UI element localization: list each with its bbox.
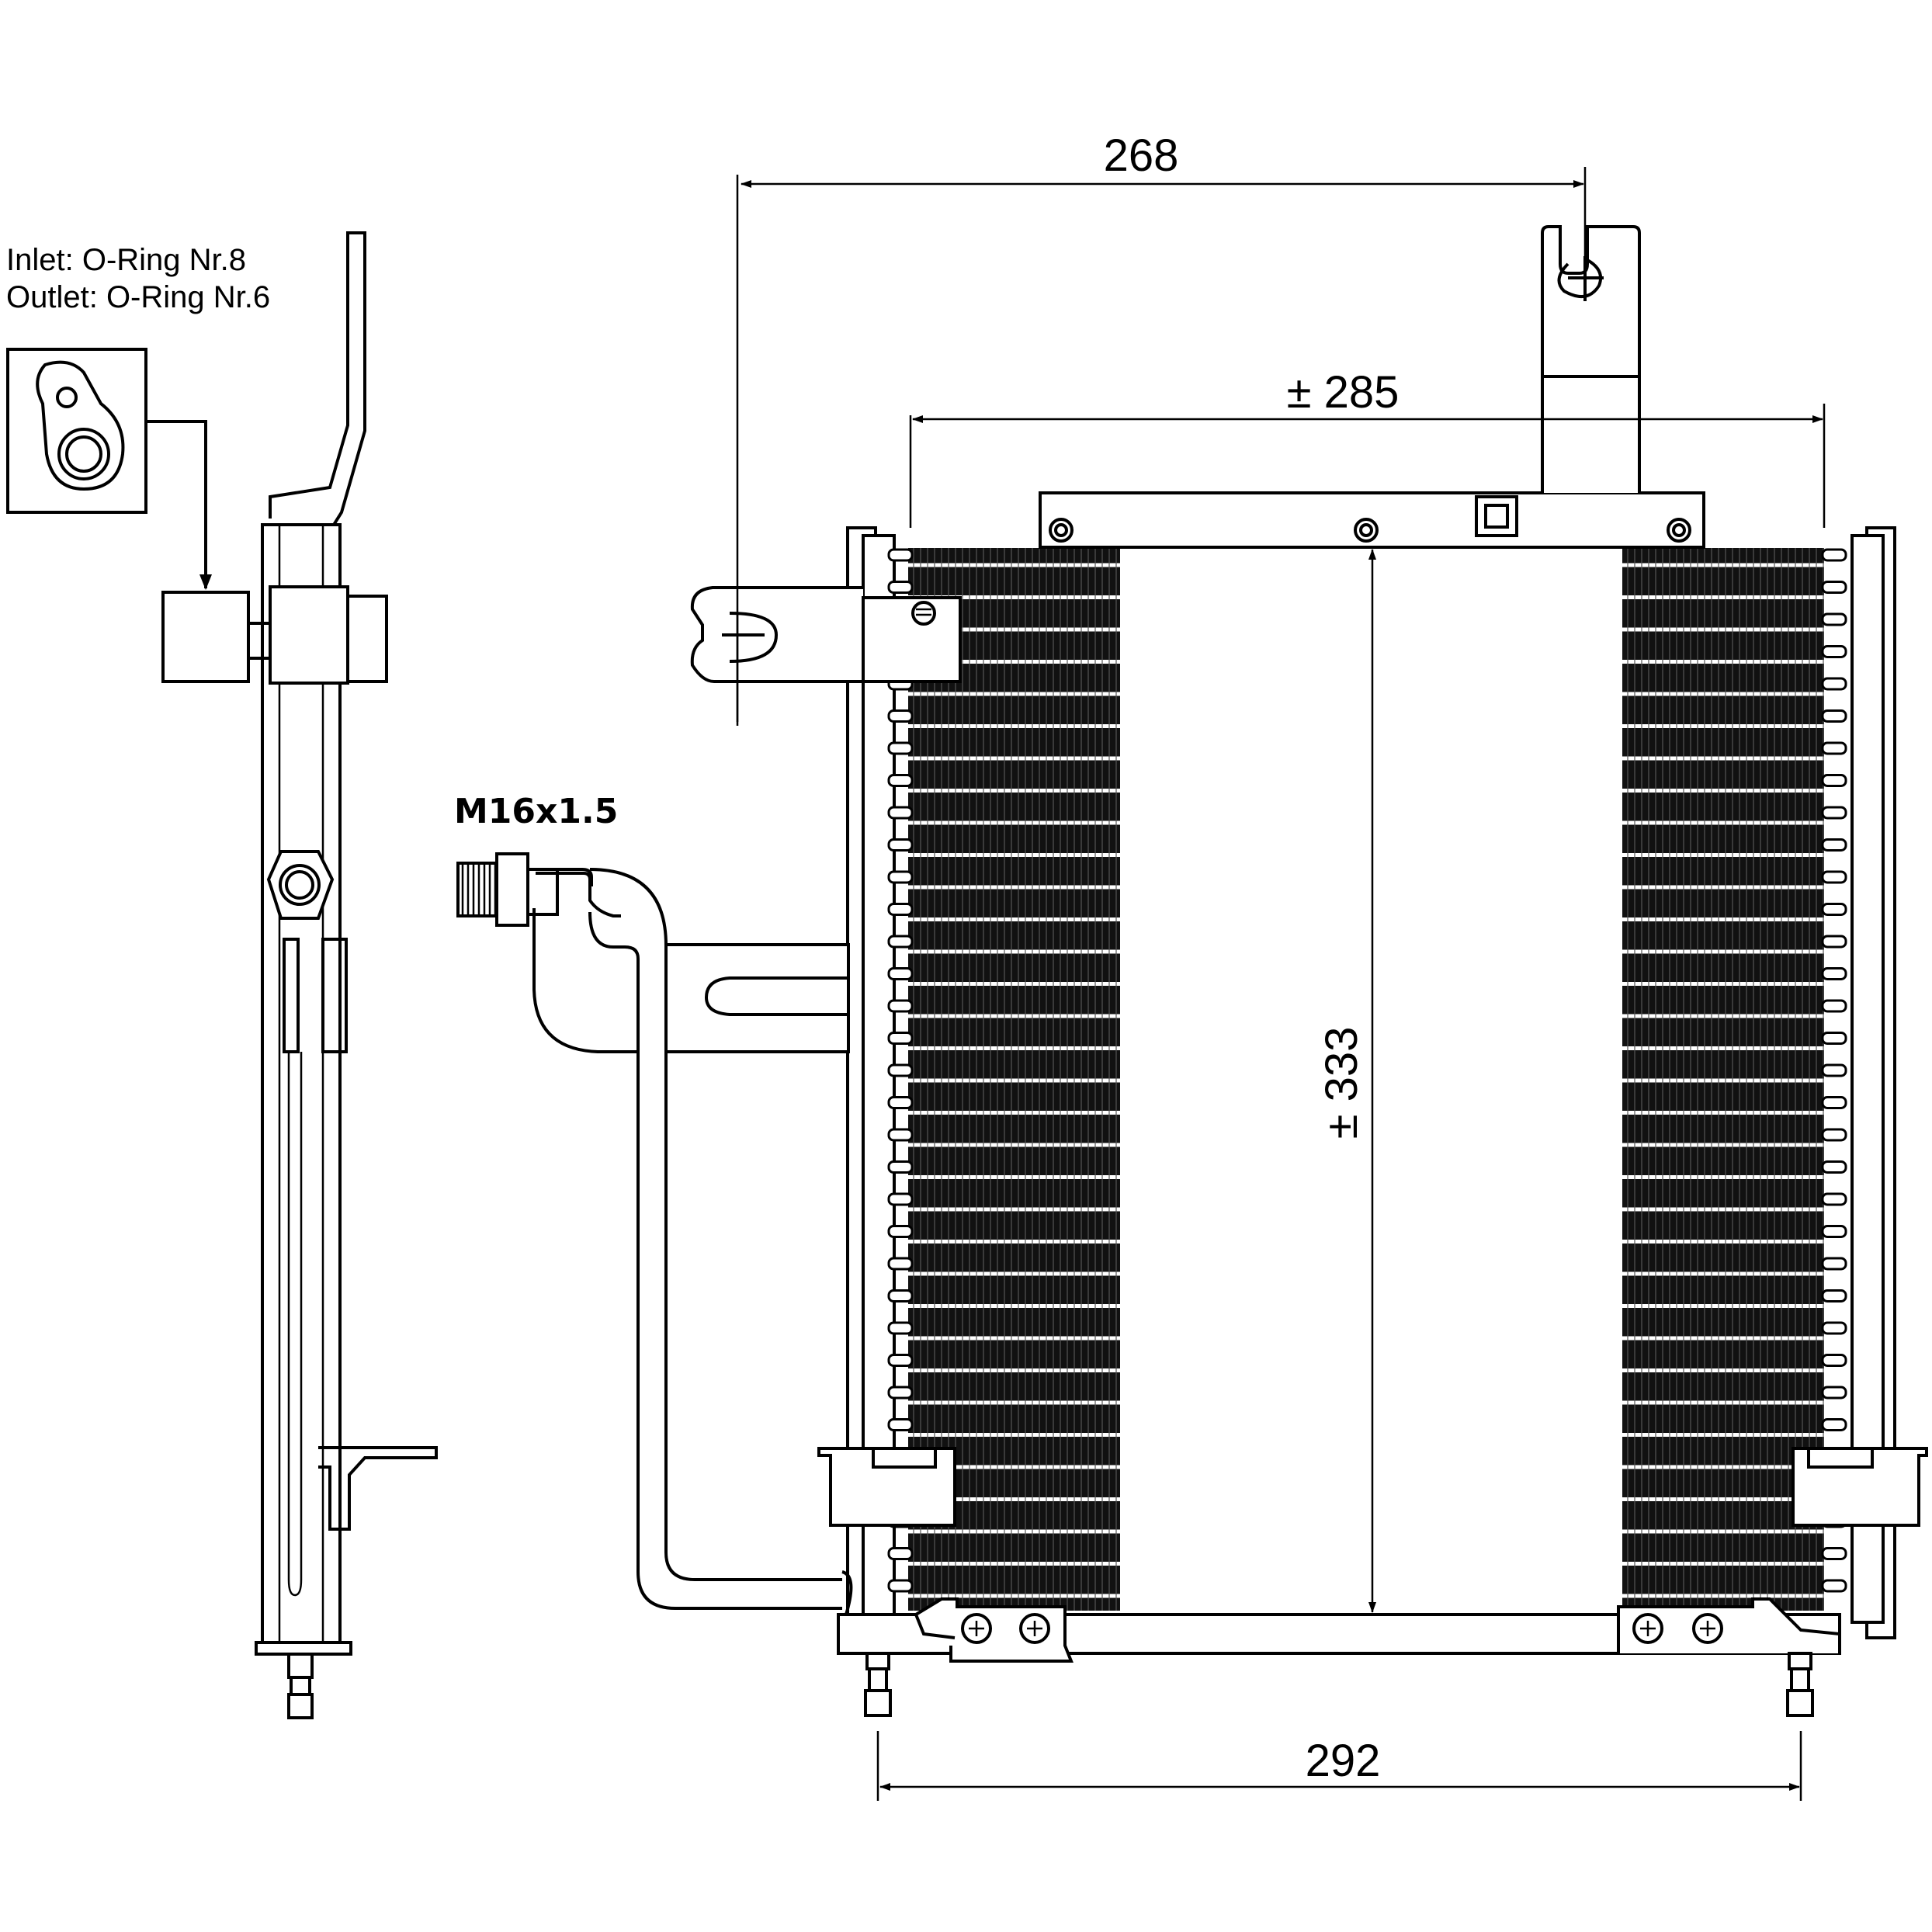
tube-end-right bbox=[1821, 612, 1847, 626]
tube-end-right bbox=[1821, 1160, 1847, 1174]
tube-end-left bbox=[887, 1579, 914, 1593]
tube-end-right bbox=[1821, 1289, 1847, 1302]
tube-end-left bbox=[887, 774, 914, 787]
o-ring-flange-icon bbox=[6, 348, 147, 514]
tube-end-left bbox=[887, 1063, 914, 1077]
tube-end-right bbox=[1821, 1257, 1847, 1271]
tube-end-right bbox=[1821, 1192, 1847, 1206]
tube-end-right bbox=[1821, 1418, 1847, 1431]
tube-end-left bbox=[887, 935, 914, 949]
dim-core-height: ± 333 bbox=[1316, 1027, 1367, 1139]
tube-end-left bbox=[887, 1032, 914, 1045]
tube-end-left bbox=[887, 967, 914, 980]
tube-end-right bbox=[1821, 1225, 1847, 1238]
front-view bbox=[456, 225, 1928, 1717]
tube-end-left bbox=[887, 1225, 914, 1238]
tube-end-right bbox=[1821, 1128, 1847, 1142]
tube-end-right bbox=[1821, 903, 1847, 916]
tube-end-right bbox=[1821, 1547, 1847, 1560]
tube-end-right bbox=[1821, 581, 1847, 594]
tube-end-right bbox=[1821, 935, 1847, 949]
o-ring-leader-line bbox=[146, 420, 207, 588]
tube-end-left bbox=[887, 1128, 914, 1142]
tube-end-right bbox=[1821, 774, 1847, 787]
tube-end-right bbox=[1821, 999, 1847, 1013]
thread-lines bbox=[461, 863, 497, 916]
tube-end-right bbox=[1821, 1321, 1847, 1335]
tube-end-right bbox=[1821, 967, 1847, 980]
tube-end-left bbox=[887, 741, 914, 755]
tube-end-right bbox=[1821, 838, 1847, 852]
tube-end-left bbox=[887, 548, 914, 562]
tube-end-right bbox=[1821, 1386, 1847, 1400]
tube-end-right bbox=[1821, 645, 1847, 658]
tube-end-left bbox=[887, 709, 914, 723]
side-view bbox=[161, 231, 438, 1719]
tube-end-right bbox=[1821, 1032, 1847, 1045]
tube-end-right bbox=[1821, 548, 1847, 562]
outlet-note: Outlet: O-Ring Nr.6 bbox=[6, 280, 270, 314]
tube-end-left bbox=[887, 903, 914, 916]
tube-end-right bbox=[1821, 806, 1847, 820]
tube-end-left bbox=[887, 1321, 914, 1335]
tube-end-left bbox=[887, 1386, 914, 1400]
thread-label: M16x1.5 bbox=[454, 792, 618, 831]
tube-end-right bbox=[1821, 709, 1847, 723]
tube-end-left bbox=[887, 1096, 914, 1109]
core-fins-left bbox=[908, 548, 1120, 1611]
tube-end-left bbox=[887, 1257, 914, 1271]
tube-ends bbox=[887, 548, 1847, 1593]
tube-end-right bbox=[1821, 741, 1847, 755]
inlet-note: Inlet: O-Ring Nr.8 bbox=[6, 243, 246, 277]
tube-end-right bbox=[1821, 1354, 1847, 1367]
tube-end-right bbox=[1821, 1063, 1847, 1077]
tube-end-right bbox=[1821, 870, 1847, 884]
dimension-lines bbox=[736, 167, 1826, 1801]
tube-end-right bbox=[1821, 677, 1847, 691]
tube-end-left bbox=[887, 1354, 914, 1367]
tube-end-left bbox=[887, 999, 914, 1013]
tube-end-left bbox=[887, 1192, 914, 1206]
tube-end-left bbox=[887, 1160, 914, 1174]
tube-end-left bbox=[887, 581, 914, 594]
tube-end-right bbox=[1821, 1096, 1847, 1109]
tube-end-left bbox=[887, 1547, 914, 1560]
tube-end-left bbox=[887, 870, 914, 884]
dim-top-width: 268 bbox=[1104, 130, 1179, 181]
tube-end-left bbox=[887, 838, 914, 852]
tube-end-left bbox=[887, 1289, 914, 1302]
tube-end-right bbox=[1821, 1579, 1847, 1593]
dim-bottom-width: 292 bbox=[1306, 1736, 1381, 1786]
dim-core-width: ± 285 bbox=[1287, 367, 1400, 418]
tube-end-left bbox=[887, 806, 914, 820]
core-fins-right bbox=[1622, 548, 1824, 1611]
tube-end-left bbox=[887, 1418, 914, 1431]
leader-arrow bbox=[199, 574, 212, 590]
